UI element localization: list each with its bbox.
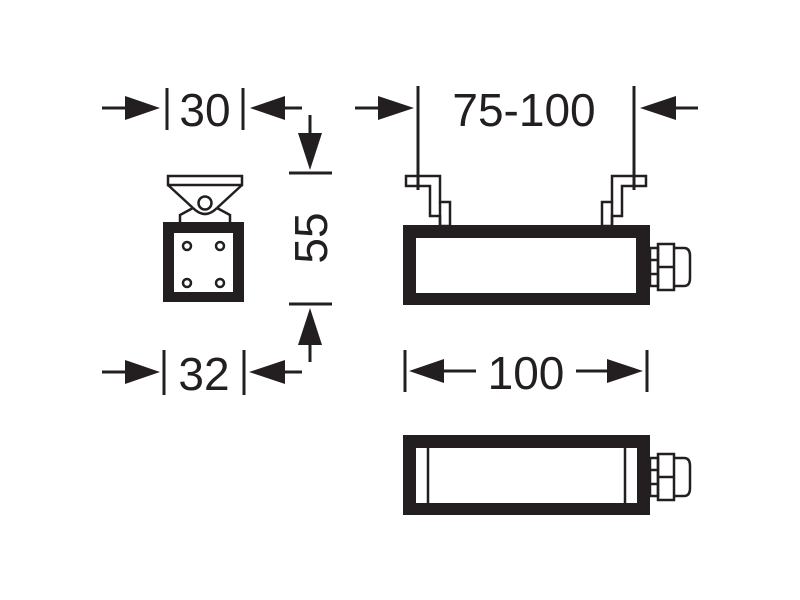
dim-55-label: 55	[285, 212, 337, 263]
side-view-right-bracket	[600, 174, 648, 228]
dimension-75-100: 75-100	[355, 84, 698, 190]
cable-gland-icon	[648, 242, 692, 292]
arrow-up-icon	[298, 308, 322, 345]
cable-gland-icon	[648, 452, 692, 502]
arrow-right-icon	[607, 359, 643, 383]
arrow-left-icon	[249, 360, 285, 384]
side-view-left-bracket	[404, 174, 452, 228]
dimension-32: 32	[102, 348, 302, 400]
dimension-100: 100	[403, 347, 649, 399]
dim-75-100-label: 75-100	[452, 84, 595, 136]
arrow-left-icon	[640, 96, 676, 120]
end-view-body	[163, 222, 244, 302]
dim-32-label: 32	[178, 348, 229, 400]
arrow-down-icon	[298, 133, 322, 170]
end-view: 30 55	[102, 84, 337, 400]
top-view	[403, 435, 692, 515]
side-view: 75-100	[355, 84, 698, 305]
arrow-right-icon	[125, 360, 160, 384]
arrow-left-icon	[409, 359, 444, 383]
dimension-55: 55	[285, 115, 337, 362]
arrow-left-icon	[250, 96, 285, 120]
dim-30-label: 30	[179, 84, 230, 136]
end-view-bracket	[166, 174, 244, 224]
dimension-30: 30	[102, 84, 302, 136]
arrow-right-icon	[378, 96, 414, 120]
dim-100-label: 100	[488, 347, 565, 399]
arrow-right-icon	[125, 96, 160, 120]
